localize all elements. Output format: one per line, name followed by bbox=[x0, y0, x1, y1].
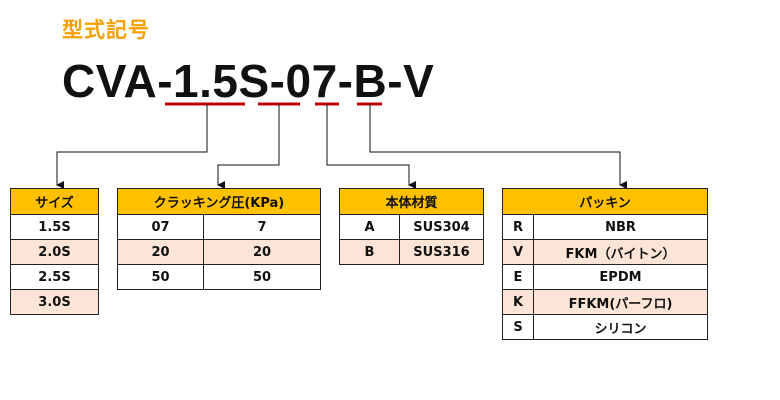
model-separator: - bbox=[387, 55, 404, 107]
cracking-connector bbox=[217, 104, 280, 189]
table-row: R NBR bbox=[502, 214, 708, 240]
table-row: V FKM（バイトン） bbox=[502, 239, 708, 265]
packing-value: シリコン bbox=[533, 314, 708, 340]
material-value: SUS304 bbox=[398, 214, 485, 240]
size-value: 2.0S bbox=[10, 239, 99, 265]
material-value: SUS316 bbox=[398, 239, 485, 265]
model-separator: - bbox=[269, 55, 286, 107]
body-material-table: 本体材質 A SUS304 B SUS316 bbox=[338, 188, 485, 265]
packing-value: NBR bbox=[533, 214, 708, 240]
packing-table-header: パッキン bbox=[502, 188, 708, 215]
table-row: A SUS304 bbox=[339, 214, 485, 240]
cracking-value: 20 bbox=[203, 239, 321, 265]
model-cracking-code: 07 bbox=[285, 55, 338, 107]
table-row: 20 20 bbox=[117, 239, 321, 265]
material-code: A bbox=[339, 214, 400, 240]
material-table-header: 本体材質 bbox=[338, 188, 485, 215]
table-row: K FFKM(パーフロ) bbox=[502, 289, 708, 315]
page-title: 型式記号 bbox=[62, 18, 150, 42]
packing-value: FFKM(パーフロ) bbox=[533, 289, 708, 315]
packing-value: FKM（バイトン） bbox=[533, 239, 708, 265]
packing-connector bbox=[369, 104, 627, 189]
packing-code: V bbox=[502, 239, 534, 265]
table-row: 3.0S bbox=[10, 289, 99, 315]
table-row: B SUS316 bbox=[339, 239, 485, 265]
packing-code: E bbox=[502, 264, 534, 290]
packing-table: パッキン R NBR V FKM（バイトン） E EPDM K FFKM(パーフ… bbox=[502, 188, 708, 340]
packing-code: R bbox=[502, 214, 534, 240]
table-row: 50 50 bbox=[117, 264, 321, 290]
packing-code: S bbox=[502, 314, 534, 340]
cracking-value: 7 bbox=[203, 214, 321, 240]
cracking-code: 07 bbox=[117, 214, 204, 240]
cracking-code: 50 bbox=[117, 264, 204, 290]
size-connector bbox=[56, 104, 208, 189]
packing-value: EPDM bbox=[533, 264, 708, 290]
model-material-code: B bbox=[353, 55, 388, 107]
size-value: 3.0S bbox=[10, 289, 99, 315]
model-size-code: 1.5S bbox=[173, 55, 270, 107]
size-table: サイズ 1.5S 2.0S 2.5S 3.0S bbox=[10, 188, 99, 315]
cracking-value: 50 bbox=[203, 264, 321, 290]
table-row: 2.5S bbox=[10, 264, 99, 290]
packing-code: K bbox=[502, 289, 534, 315]
model-prefix: CVA- bbox=[62, 55, 174, 107]
size-value: 2.5S bbox=[10, 264, 99, 290]
material-connector bbox=[326, 104, 416, 189]
cracking-table-header: クラッキング圧(KPa) bbox=[117, 188, 321, 215]
cracking-code: 20 bbox=[117, 239, 204, 265]
table-row: 1.5S bbox=[10, 214, 99, 240]
table-row: 2.0S bbox=[10, 239, 99, 265]
table-row: 07 7 bbox=[117, 214, 321, 240]
model-packing-code: V bbox=[403, 55, 435, 107]
model-separator: - bbox=[337, 55, 354, 107]
cracking-pressure-table: クラッキング圧(KPa) 07 7 20 20 50 50 bbox=[117, 188, 321, 290]
size-table-header: サイズ bbox=[10, 188, 99, 215]
model-code: CVA-1.5S-07-B-V bbox=[62, 58, 434, 104]
table-row: E EPDM bbox=[502, 264, 708, 290]
size-value: 1.5S bbox=[10, 214, 99, 240]
material-code: B bbox=[339, 239, 400, 265]
table-row: S シリコン bbox=[502, 314, 708, 340]
